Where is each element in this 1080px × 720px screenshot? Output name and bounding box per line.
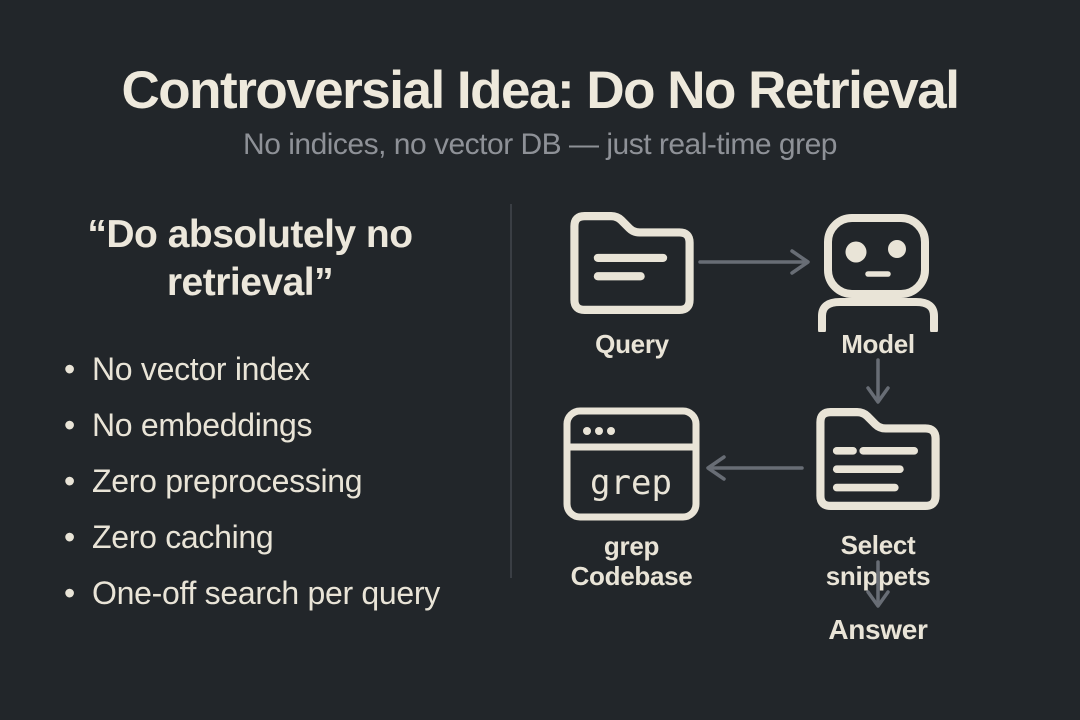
- folder-icon: [567, 210, 697, 316]
- bullet-item: Zero caching: [62, 520, 440, 554]
- page-subtitle: No indices, no vector DB — just real-tim…: [243, 128, 837, 161]
- folder-text-icon: [813, 406, 943, 512]
- bullet-item: One-off search per query: [62, 576, 440, 610]
- model-label: Model: [841, 329, 915, 359]
- bullet-list: No vector index No embeddings Zero prepr…: [62, 352, 440, 632]
- vertical-divider: [510, 204, 512, 578]
- bullet-item: Zero preprocessing: [62, 464, 440, 498]
- arrow-snippets-to-grep: [700, 452, 804, 484]
- arrow-query-to-model: [698, 246, 816, 278]
- arrow-snippets-to-answer: [862, 560, 894, 612]
- answer-label: Answer: [828, 614, 928, 645]
- bullet-item: No embeddings: [62, 408, 440, 442]
- terminal-window-icon: grep: [563, 407, 700, 521]
- bullet-item: No vector index: [62, 352, 440, 386]
- grep-label-line2: Codebase: [570, 561, 693, 591]
- page-title: Controversial Idea: Do No Retrieval: [121, 61, 960, 120]
- quote-text: “Do absolutely no retrieval”: [87, 213, 413, 304]
- grep-window-text: grep: [590, 463, 672, 503]
- query-label: Query: [595, 329, 669, 359]
- grep-label-line1: grep: [603, 531, 660, 561]
- arrow-model-to-snippets: [862, 358, 894, 408]
- robot-icon: [818, 210, 938, 332]
